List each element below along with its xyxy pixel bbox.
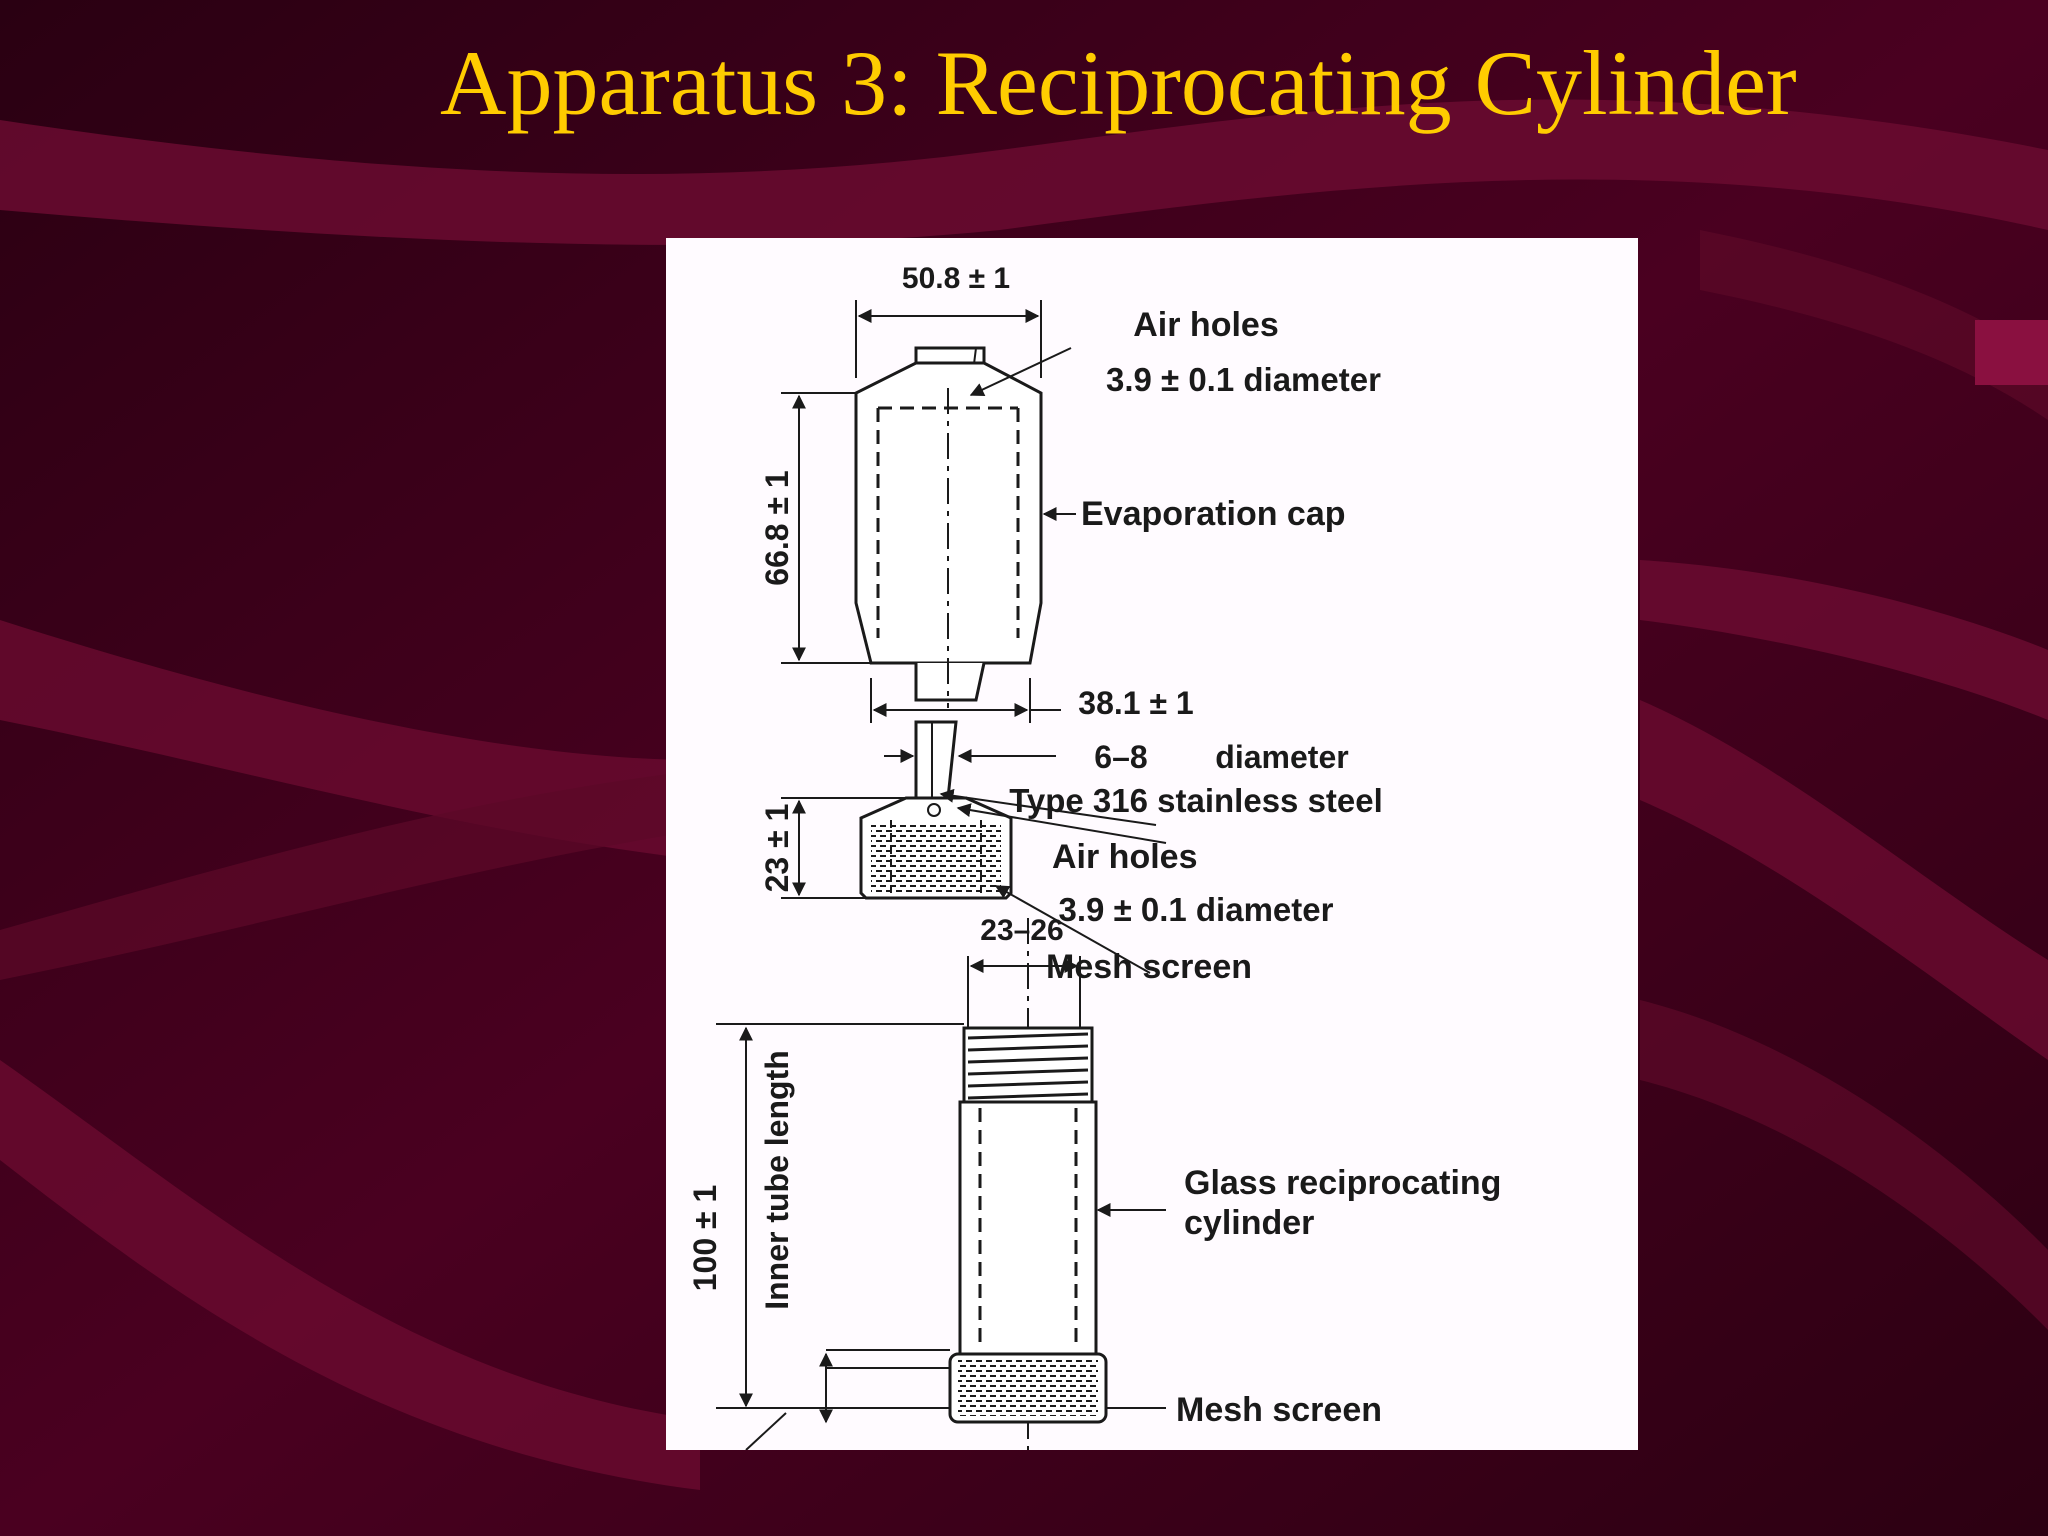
slide-title: Apparatus 3: Reciprocating Cylinder xyxy=(440,32,1797,134)
glass-cylinder xyxy=(948,1026,1108,1424)
cap-height-dimension xyxy=(781,392,871,664)
ribbon-top xyxy=(0,99,2048,245)
mesh-screen-top-leader xyxy=(994,885,1151,974)
cap-width-label: 50.8 ± 1 xyxy=(902,262,1010,295)
air-holes-middle-label: Air holes xyxy=(1052,838,1197,876)
cap-bottom-dimension xyxy=(870,678,1061,723)
evaporation-cap-label: Evaporation cap xyxy=(1081,495,1346,533)
tube-length-label: 100 ± 1 xyxy=(687,1185,723,1292)
rod-diameter-value-label: 6–8 xyxy=(1094,739,1147,775)
middle-height-label: 23 ± 1 xyxy=(759,804,795,893)
mesh-screen-top-label: Mesh screen xyxy=(1046,948,1252,986)
air-holes-top-label: Air holes xyxy=(1133,306,1278,344)
glass-cylinder-label-line2: cylinder xyxy=(1184,1204,1314,1242)
right-edge-tab xyxy=(1975,320,2048,385)
evaporation-cap xyxy=(854,346,1043,708)
rod-material-label: Type 316 stainless steel xyxy=(1009,782,1383,819)
cap-height-label: 66.8 ± 1 xyxy=(759,470,795,585)
air-holes-middle-diameter-label: 3.9 ± 0.1 diameter xyxy=(1059,891,1334,928)
apparatus-figure: 50.8 ± 1 Air holes 3.9 ± 0.1 diameter 66… xyxy=(666,238,1638,1450)
ribbon-bottom xyxy=(0,1060,700,1490)
ribbon-right-1 xyxy=(1640,560,2048,720)
ribbon-right-3 xyxy=(1640,1000,2048,1330)
rod-material-leader xyxy=(939,788,1157,826)
glass-cylinder-label-line1: Glass reciprocating xyxy=(1184,1164,1501,1202)
cap-width-dimension xyxy=(855,300,1042,378)
ribbon-right-2 xyxy=(1640,700,2048,1060)
reciprocating-cylinder-diagram: 50.8 ± 1 Air holes 3.9 ± 0.1 diameter 66… xyxy=(687,262,1501,1450)
middle-width-dimension xyxy=(967,956,1081,1028)
ribbon-right-top xyxy=(1700,230,2048,420)
middle-height-dimension xyxy=(781,797,906,899)
rod-diameter-word-label: diameter xyxy=(1215,739,1348,775)
ribbon-left-low xyxy=(0,770,700,980)
air-holes-top-leader xyxy=(969,347,1072,396)
air-holes-middle-leader xyxy=(956,803,1167,844)
cap-bottom-diameter-label: 38.1 ± 1 xyxy=(1078,685,1193,721)
inner-tube-length-label: Inner tube length xyxy=(759,1050,795,1310)
mesh-screen-bottom-label: Mesh screen xyxy=(1176,1391,1382,1429)
tube-length-dimension xyxy=(716,1023,964,1450)
air-holes-top-diameter-label: 3.9 ± 0.1 diameter xyxy=(1106,361,1381,398)
middle-width-label: 23–26 xyxy=(980,914,1063,947)
rod xyxy=(914,720,958,800)
